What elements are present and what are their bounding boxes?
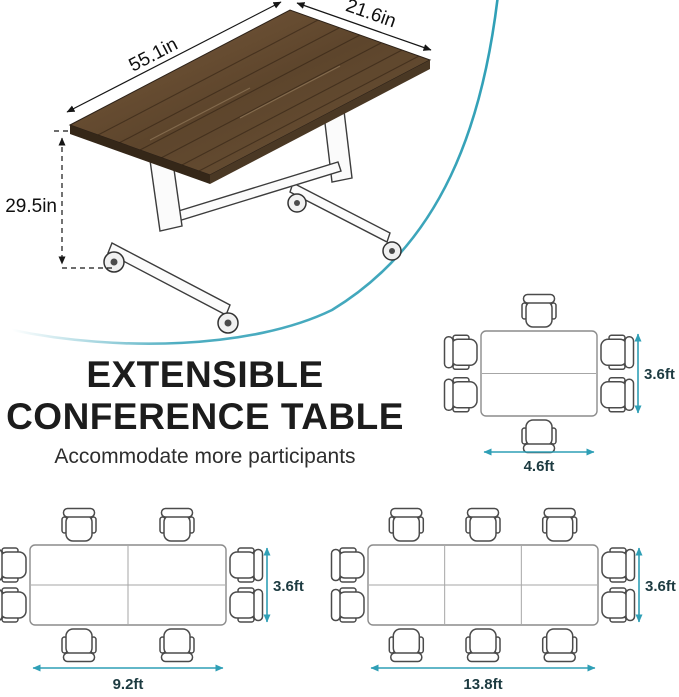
chair-icon <box>465 628 501 663</box>
chair-icon <box>229 587 264 623</box>
seating-layout-three-tables: 3.6ft 13.8ft <box>330 507 676 693</box>
chair-icon <box>600 377 635 413</box>
chair-icon <box>159 628 195 663</box>
chair-icon <box>61 628 97 663</box>
seating-layout-one-table: 3.6ft 4.6ft <box>443 293 675 475</box>
headline-subtitle: Accommodate more participants <box>54 444 356 468</box>
seating-layout-two-tables: 3.6ft 9.2ft <box>0 507 304 693</box>
chair-icon <box>159 507 195 542</box>
chair-icon <box>541 507 578 542</box>
chair-icon <box>443 377 478 413</box>
table-edge-front <box>70 125 210 184</box>
height-dimension-label: 3.6ft <box>645 578 676 595</box>
table-leg-rear <box>287 93 402 261</box>
chair-icon <box>388 507 425 542</box>
headline-line2: CONFERENCE TABLE <box>6 395 404 437</box>
height-dimension-label-3d: 29.5in <box>5 196 57 217</box>
width-dimension-label: 9.2ft <box>113 676 144 693</box>
chair-icon <box>330 547 365 583</box>
chair-icon <box>521 419 557 454</box>
chair-icon <box>0 547 27 583</box>
height-dimension-label: 3.6ft <box>644 366 675 383</box>
chair-icon <box>443 334 478 371</box>
headline-line1: EXTENSIBLE <box>86 354 324 395</box>
chair-icon <box>521 293 557 328</box>
chair-icon <box>601 587 636 623</box>
headline-block: EXTENSIBLE CONFERENCE TABLE Accommodate … <box>0 354 410 469</box>
depth-dimension-label-3d: 21.6in <box>343 0 399 32</box>
depth-dimension-line <box>296 2 432 51</box>
chair-icon <box>465 507 501 542</box>
chair-icon <box>600 334 635 371</box>
chair-icon <box>330 587 365 623</box>
width-dimension-line <box>66 1 282 113</box>
chair-icon <box>601 547 636 583</box>
chair-icon <box>61 507 97 542</box>
table-3d-illustration <box>68 9 432 334</box>
chair-icon <box>229 547 264 583</box>
width-dimension-label-3d: 55.1in <box>126 34 182 77</box>
decorative-swoosh-curve <box>10 0 499 345</box>
width-dimension-label: 4.6ft <box>524 458 555 475</box>
seating-layouts: 3.6ft 4.6ft 3.6ft 9.2ft 3.6ft 13.8ft <box>0 293 676 693</box>
chair-icon <box>388 628 425 663</box>
width-dimension-label: 13.8ft <box>463 676 502 693</box>
table-edge-right <box>210 60 430 184</box>
chair-icon <box>0 587 27 623</box>
chair-icon <box>541 628 578 663</box>
height-dimension-label: 3.6ft <box>273 578 304 595</box>
